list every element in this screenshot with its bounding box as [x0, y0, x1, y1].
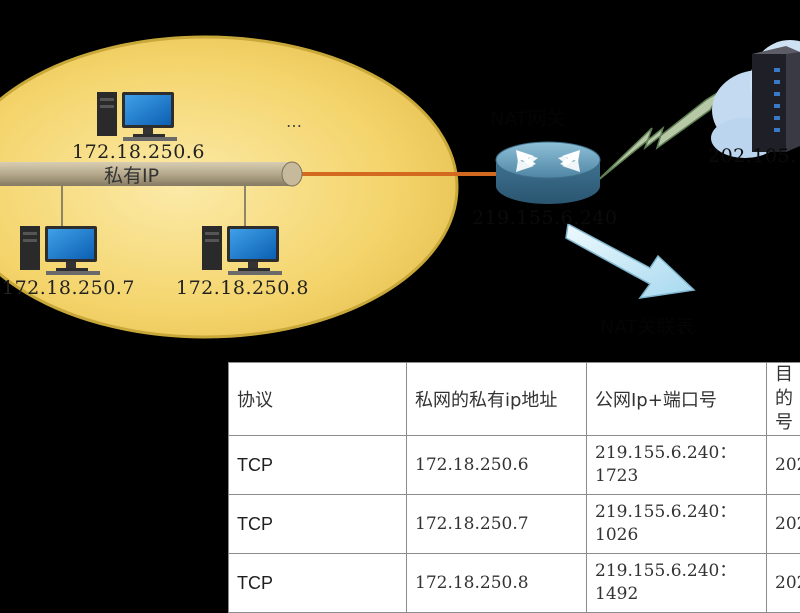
table-row: TCP 172.18.250.6 219.155.6.240： 1723 202 — [229, 436, 800, 495]
bus-label: 私有IP — [104, 161, 159, 188]
header-destination: 目的 号 — [767, 363, 800, 436]
table-row: TCP 172.18.250.7 219.155.6.240： 1026 202 — [229, 495, 800, 554]
cell-destination: 202 — [767, 554, 800, 613]
cell-public-ip-port: 219.155.6.240： 1492 — [587, 554, 767, 613]
cell-protocol: TCP — [229, 436, 407, 495]
gateway-title: NAT网关 — [490, 104, 565, 131]
server-ip-label: 202.105. — [708, 145, 797, 167]
cell-private-ip: 172.18.250.7 — [407, 495, 587, 554]
table-row: TCP 172.18.250.8 219.155.6.240： 1492 202 — [229, 554, 800, 613]
gateway-ip-label: 219.155.6.240 — [472, 207, 618, 229]
table-header-row: 协议 私网的私有ip地址 公网Ip+端口号 目的 号 — [229, 363, 800, 436]
server-icon — [752, 46, 800, 152]
router-icon — [496, 142, 600, 204]
cell-protocol: TCP — [229, 554, 407, 613]
more-hosts-ellipsis: … — [286, 112, 302, 131]
cell-destination: 202 — [767, 495, 800, 554]
cell-protocol: TCP — [229, 495, 407, 554]
cell-public-ip-port: 219.155.6.240： 1026 — [587, 495, 767, 554]
cell-public-ip-port: 219.155.6.240： 1723 — [587, 436, 767, 495]
nat-mapping-table: 协议 私网的私有ip地址 公网Ip+端口号 目的 号 TCP 172.18.25… — [228, 362, 800, 613]
host-ip-label: 172.18.250.8 — [176, 277, 309, 299]
host-ip-label: 172.18.250.6 — [72, 141, 205, 163]
wan-link-icon — [596, 90, 722, 182]
header-public-ip-port: 公网Ip+端口号 — [587, 363, 767, 436]
nat-table-arrow-icon — [566, 224, 694, 298]
header-protocol: 协议 — [229, 363, 407, 436]
cell-private-ip: 172.18.250.8 — [407, 554, 587, 613]
cell-destination: 202 — [767, 436, 800, 495]
nat-table-label: NAT关联表 — [600, 312, 694, 339]
cell-private-ip: 172.18.250.6 — [407, 436, 587, 495]
host-ip-label: 172.18.250.7 — [2, 277, 135, 299]
header-private-ip: 私网的私有ip地址 — [407, 363, 587, 436]
